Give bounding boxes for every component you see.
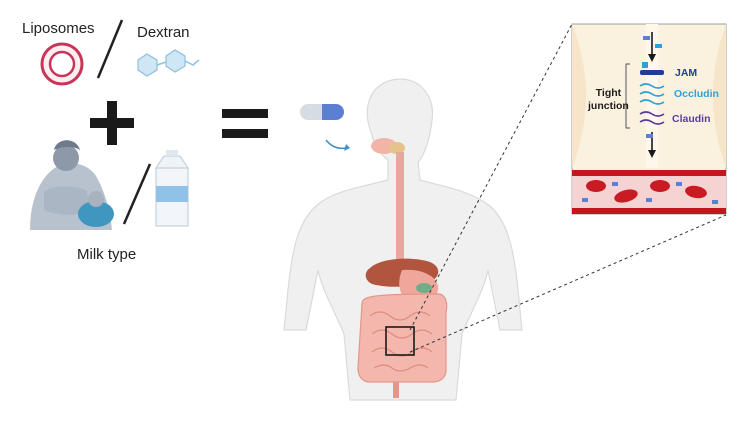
capsule-icon bbox=[300, 104, 344, 120]
swallow-arrowhead bbox=[344, 144, 350, 151]
tight-junction-inset bbox=[571, 23, 727, 215]
liposomes-label: Liposomes bbox=[22, 20, 95, 37]
occludin-label: Occludin bbox=[674, 88, 719, 100]
claudin-proteins bbox=[639, 111, 665, 125]
tight-junction-label: Tight junction bbox=[588, 87, 629, 113]
red-blood-cells bbox=[586, 180, 707, 203]
dextran-label: Dextran bbox=[137, 24, 190, 41]
plus-symbol bbox=[90, 101, 134, 145]
tight-junction-label-line2: junction bbox=[588, 100, 629, 112]
tight-junction-label-line1: Tight bbox=[595, 87, 622, 99]
milk-type-label: Milk type bbox=[77, 246, 137, 263]
separator-slash bbox=[122, 163, 152, 225]
separator-slash bbox=[96, 19, 124, 79]
blood-particles bbox=[582, 182, 718, 204]
digestive-system-icon bbox=[283, 78, 523, 401]
jam-proteins bbox=[640, 62, 664, 75]
equals-symbol bbox=[222, 109, 268, 138]
liposome-icon bbox=[40, 42, 84, 86]
jam-label: JAM bbox=[675, 67, 698, 79]
swallow-arrow bbox=[325, 139, 347, 150]
milk-carton-icon bbox=[155, 150, 189, 227]
occludin-proteins bbox=[639, 83, 665, 105]
claudin-label: Claudin bbox=[672, 113, 711, 125]
breastfeeding-icon bbox=[30, 140, 114, 230]
zoom-line bbox=[409, 23, 573, 331]
dextran-icon bbox=[137, 49, 200, 77]
zoom-box bbox=[385, 326, 415, 356]
